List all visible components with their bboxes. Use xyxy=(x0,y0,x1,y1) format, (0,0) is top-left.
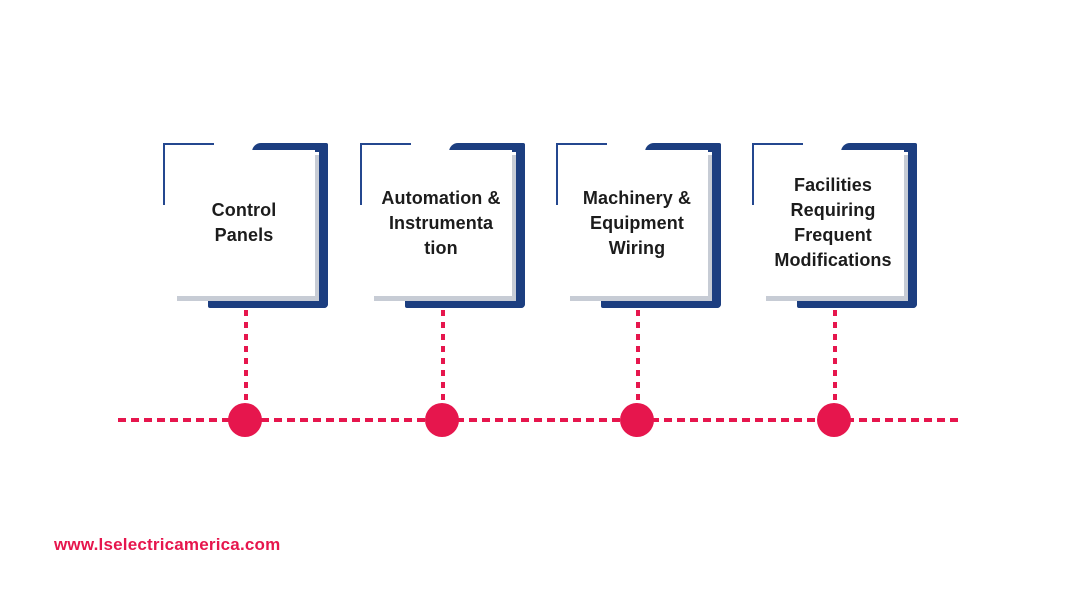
corner-bracket xyxy=(556,143,607,205)
navy-frame-top xyxy=(252,143,328,152)
navy-frame-top xyxy=(645,143,721,152)
navy-frame-right xyxy=(516,144,525,308)
timeline-dot xyxy=(228,403,262,437)
navy-frame-top xyxy=(449,143,525,152)
box-label: Facilities Requiring Frequent Modificati… xyxy=(774,175,892,270)
box-label: Automation & Instrumenta tion xyxy=(381,187,501,258)
dashed-connector xyxy=(244,310,248,403)
navy-frame-right xyxy=(908,144,917,308)
navy-frame-bottom xyxy=(600,299,721,308)
timeline-dot xyxy=(620,403,654,437)
box-card: Control Panels xyxy=(173,150,315,296)
navy-frame-top xyxy=(841,143,917,152)
navy-frame-right xyxy=(712,144,721,308)
corner-bracket xyxy=(163,143,214,205)
box-card: Automation & Instrumenta tion xyxy=(370,150,512,296)
dashed-connector xyxy=(441,310,445,403)
corner-bracket xyxy=(752,143,803,205)
box-label: Machinery & Equipment Wiring xyxy=(582,187,692,258)
navy-frame-bottom xyxy=(404,299,525,308)
corner-bracket xyxy=(360,143,411,205)
dashed-connector xyxy=(636,310,640,403)
box-label: Control Panels xyxy=(211,200,277,245)
box-card: Facilities Requiring Frequent Modificati… xyxy=(762,150,904,296)
navy-frame-right xyxy=(319,144,328,308)
timeline-box-automation-instrumentation: Automation & Instrumenta tion xyxy=(360,143,525,308)
dashed-connector xyxy=(833,310,837,403)
timeline-box-machinery-equipment-wiring: Machinery & Equipment Wiring xyxy=(556,143,721,308)
navy-frame-bottom xyxy=(207,299,328,308)
navy-frame-bottom xyxy=(796,299,917,308)
timeline-box-control-panels: Control Panels xyxy=(163,143,328,308)
box-card: Machinery & Equipment Wiring xyxy=(566,150,708,296)
timeline-dot xyxy=(425,403,459,437)
website-link[interactable]: www.lselectricamerica.com xyxy=(54,535,281,554)
timeline-box-facilities-modifications: Facilities Requiring Frequent Modificati… xyxy=(752,143,917,308)
timeline-dot xyxy=(817,403,851,437)
timeline-axis xyxy=(118,418,958,422)
